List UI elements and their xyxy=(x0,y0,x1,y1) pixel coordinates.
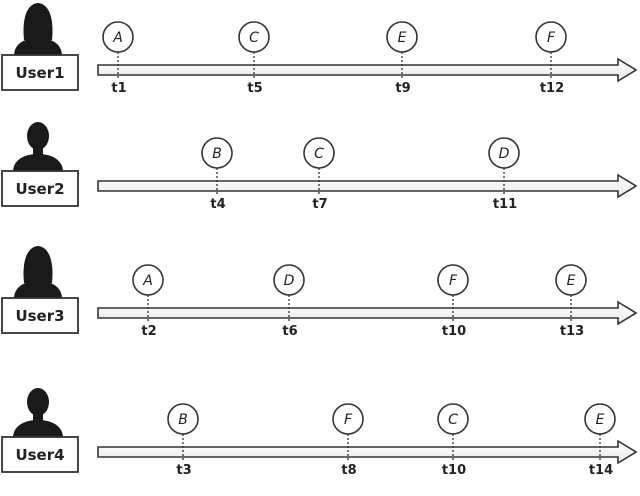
user-label-box xyxy=(1,297,79,334)
event-marker: Ct5 xyxy=(238,21,270,96)
user-label: User1 xyxy=(15,64,64,82)
event-circle xyxy=(584,403,616,435)
shoulders-shape xyxy=(14,38,62,56)
event-circle xyxy=(303,137,335,169)
event-marker: At2 xyxy=(132,264,164,339)
event-time-label: t5 xyxy=(247,81,262,96)
user-label: User2 xyxy=(15,180,64,198)
event-marker: Ft8 xyxy=(332,403,364,478)
event-time-label: t2 xyxy=(141,324,156,339)
event-marker: Ct7 xyxy=(303,137,335,212)
user-label: User3 xyxy=(15,307,64,325)
event-letter: B xyxy=(212,146,222,162)
event-letter: B xyxy=(178,412,188,428)
event-time-label: t9 xyxy=(395,81,410,96)
neck-shape xyxy=(33,146,43,156)
event-letter: D xyxy=(499,146,510,162)
event-time-label: t7 xyxy=(312,197,327,212)
shoulders-shape xyxy=(13,154,63,172)
event-circle xyxy=(437,264,469,296)
event-circle xyxy=(273,264,305,296)
event-marker: Bt4 xyxy=(201,137,233,212)
timeline-arrow xyxy=(97,173,638,199)
event-marker: At1 xyxy=(102,21,134,96)
event-letter: A xyxy=(142,273,153,289)
user-label-box xyxy=(1,170,79,207)
event-letter: C xyxy=(448,412,458,428)
head-shape xyxy=(27,122,49,150)
event-time-label: t4 xyxy=(210,197,225,212)
event-time-label: t14 xyxy=(589,463,613,478)
user-label: User4 xyxy=(15,446,64,464)
event-marker: Bt3 xyxy=(167,403,199,478)
event-time-label: t12 xyxy=(540,81,564,96)
user-label-box xyxy=(1,54,79,91)
shoulders-shape xyxy=(13,420,63,438)
event-circle xyxy=(132,264,164,296)
event-circle xyxy=(201,137,233,169)
event-time-label: t13 xyxy=(560,324,584,339)
event-letter: F xyxy=(449,273,458,289)
event-circle xyxy=(437,403,469,435)
neck-shape xyxy=(33,412,43,422)
shoulders-shape xyxy=(14,281,62,299)
event-letter: D xyxy=(284,273,295,289)
head-shape xyxy=(29,252,47,274)
event-time-label: t10 xyxy=(442,324,466,339)
timeline-arrow xyxy=(97,57,638,83)
event-time-label: t8 xyxy=(341,463,356,478)
event-letter: A xyxy=(112,30,123,46)
event-time-label: t10 xyxy=(442,463,466,478)
event-circle xyxy=(555,264,587,296)
event-letter: E xyxy=(567,273,576,289)
event-marker: Et9 xyxy=(386,21,418,96)
event-letter: E xyxy=(596,412,605,428)
timeline-arrow xyxy=(97,439,638,465)
event-circle xyxy=(535,21,567,53)
head-shape xyxy=(27,388,49,416)
user-label-box xyxy=(1,436,79,473)
event-time-label: t1 xyxy=(111,81,126,96)
event-letter: C xyxy=(249,30,259,46)
timeline-arrow xyxy=(97,300,638,326)
event-circle xyxy=(238,21,270,53)
male-user-icon xyxy=(13,122,63,172)
event-marker: Dt6 xyxy=(273,264,305,339)
event-circle xyxy=(488,137,520,169)
event-time-label: t11 xyxy=(493,197,517,212)
event-letter: E xyxy=(398,30,407,46)
event-letter: F xyxy=(547,30,556,46)
head-shape xyxy=(29,9,47,31)
event-time-label: t3 xyxy=(176,463,191,478)
event-circle xyxy=(167,403,199,435)
event-circle xyxy=(102,21,134,53)
female-user-icon xyxy=(14,246,62,299)
male-user-icon xyxy=(13,388,63,438)
event-time-label: t6 xyxy=(282,324,297,339)
event-circle xyxy=(332,403,364,435)
event-letter: F xyxy=(344,412,353,428)
event-circle xyxy=(386,21,418,53)
event-letter: C xyxy=(314,146,324,162)
female-user-icon xyxy=(14,3,62,56)
